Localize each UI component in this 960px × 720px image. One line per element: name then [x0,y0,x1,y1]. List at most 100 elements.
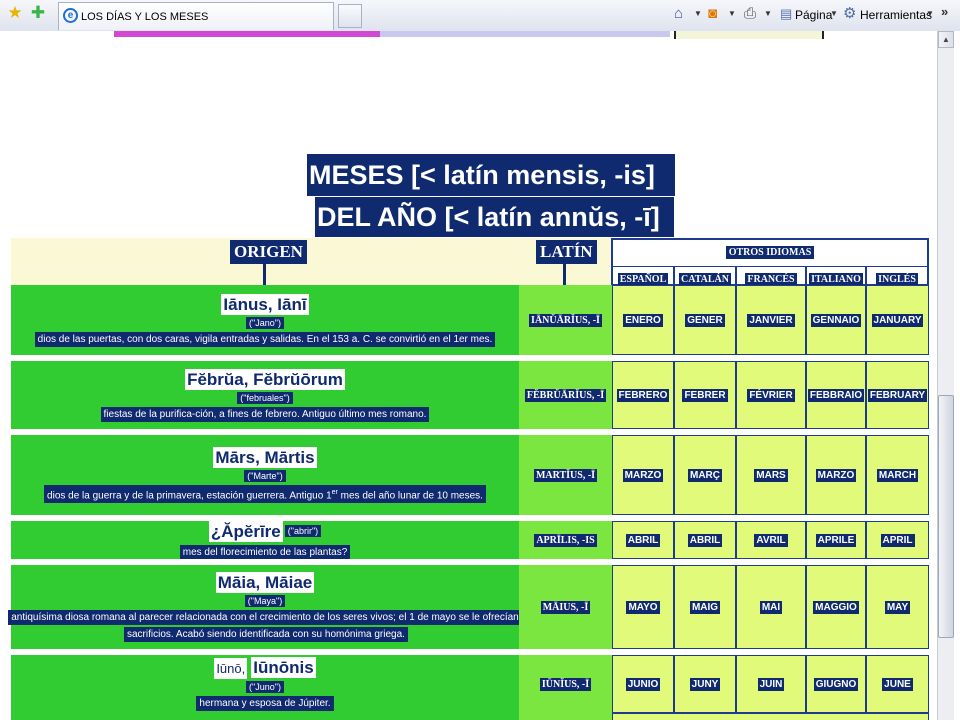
lang-cell-catalan: GENER [674,285,736,355]
header-origen: ORIGEN [230,240,307,264]
origin-gloss: ("Jano") [246,316,284,329]
print-dropdown-icon[interactable]: ▼ [764,9,772,18]
lang-cell-catalan: JUNY [674,655,736,713]
lang-cell-espanol: ENERO [612,285,674,355]
lang-cell-ingles: JUNE [866,655,929,713]
top-strip-decoration [114,31,380,37]
header-connector [563,264,566,286]
origin-name-nominative: Iūnō, [214,658,248,679]
print-icon[interactable]: ⎙ [744,5,757,22]
lang-cell-italiano: FEBBRAIO [806,361,866,429]
tools-dropdown-icon[interactable]: ▼ [926,9,934,18]
new-tab-button[interactable] [338,4,362,28]
latin-cell: FĔBRŬĀRĬUS, -Ī [519,361,612,429]
row-separator [11,515,929,521]
origin-gloss: ("abrir") [284,525,322,537]
lang-cell-ingles: APRIL [866,521,929,559]
origin-name: Iūnōnis [251,657,316,678]
origin-name: Māia, Māiae [215,572,315,593]
lang-cell-italiano: APRILE [806,521,866,559]
more-tools-chevron[interactable]: » [941,4,949,19]
origin-description-line2: sacrificios. Acabó siendo identificada c… [124,627,408,642]
table-row: ¿Ăpĕrīre ("abrir") mes del florecimiento… [11,520,929,560]
scroll-up-arrow-icon[interactable]: ▲ [938,31,954,48]
lang-header-catalan: CATALÁN [674,266,736,286]
latin-cell: IĀNŬĀRĬUS, -Ī [519,285,612,355]
home-icon[interactable]: ⌂ [674,5,684,22]
latin-cell: MARTĬUS, -Ī [519,435,612,515]
window-edge [954,31,960,720]
page-title-line1: MESES [< latín mensis, -is] [307,154,675,196]
origin-name: Iānus, Iānī [221,293,309,315]
lang-cell-frances: JANVIER [736,285,806,355]
table-row: Fĕbrŭa, Fĕbrŭōrum ("februales") fiestas … [11,361,929,429]
lang-cell-espanol: ABRIL [612,521,674,559]
origin-description-line1: antiquísima diosa romana al parecer rela… [8,610,522,625]
origin-description: hermana y esposa de Júpiter. [196,696,334,711]
lang-cell-ingles: MAY [866,565,929,649]
row-separator [11,559,929,565]
browser-tab[interactable]: e LOS DÍAS Y LOS MESES [58,2,334,30]
lang-cell [612,713,929,720]
favorites-star-icon[interactable]: ★ [7,3,23,22]
lang-cell-frances: AVRIL [736,521,806,559]
lang-cell-italiano: GENNAIO [806,285,866,355]
origin-gloss: ("Marte") [244,469,286,482]
page-dropdown-icon[interactable]: ▼ [830,9,838,18]
table-row-partial [11,713,929,720]
latin-cell: MĀIUS, -Ī [519,565,612,649]
origin-description: dios de las puertas, con dos caras, vigi… [34,331,496,347]
feeds-icon[interactable]: ◙ [708,5,718,22]
lang-cell-frances: FÉVRIER [736,361,806,429]
lang-cell-catalan: MARÇ [674,435,736,515]
lang-cell-espanol: MAYO [612,565,674,649]
add-favorite-icon[interactable]: ✚ [30,3,46,22]
lang-header-ingles: INGLÉS [866,266,928,286]
table-row: Mārs, Mārtis ("Marte") dios de la guerra… [11,435,929,515]
row-separator [11,649,929,655]
ie-icon: e [63,8,78,23]
header-latin: LATÍN [536,240,597,264]
lang-cell-italiano: MAGGIO [806,565,866,649]
gear-icon: ⚙ [843,5,857,22]
vertical-scrollbar[interactable]: ▲ [937,31,955,720]
tab-title: LOS DÍAS Y LOS MESES [81,11,209,23]
page-title-line2: DEL AÑO [< latín annŭs, -ī] [315,197,674,237]
lang-cell-ingles: JANUARY [866,285,929,355]
origin-cell [11,713,519,720]
tools-menu[interactable]: Herramientas [860,8,933,22]
page-icon: ▤ [780,6,793,21]
scrollbar-thumb[interactable] [938,395,954,638]
lang-cell-catalan: MAIG [674,565,736,649]
origin-name: ¿Ăpĕrīre [208,520,283,542]
lang-header-frances: FRANCÉS [736,266,806,286]
table-row: Iānus, Iānī ("Jano") dios de las puertas… [11,285,929,355]
lang-cell-catalan: ABRIL [674,521,736,559]
lang-header-espanol: ESPAÑOL [612,266,674,286]
origin-name: Mārs, Mārtis [213,446,317,468]
home-dropdown-icon[interactable]: ▼ [694,9,702,18]
row-separator [11,355,929,361]
lang-cell-italiano: MARZO [806,435,866,515]
table-header-band [11,238,611,285]
feeds-dropdown-icon[interactable]: ▼ [728,9,736,18]
page-viewport: MESES [< latín mensis, -is] DEL AÑO [< l… [0,31,937,720]
lang-header-italiano: ITALIANO [806,266,866,286]
origin-gloss: ("Juno") [246,681,284,693]
lang-cell-espanol: JUNIO [612,655,674,713]
latin-cell [519,713,612,720]
lang-cell-espanol: MARZO [612,435,674,515]
latin-cell: IŪNĬUS, -Ī [519,655,612,713]
lang-cell-ingles: MARCH [866,435,929,515]
header-connector [263,264,266,286]
lang-cell-frances: JUIN [736,655,806,713]
origin-gloss: ("Maya") [244,595,286,607]
lang-cell-frances: MAI [736,565,806,649]
origin-description: mes del florecimiento de las plantas? [179,544,351,560]
header-otros-idiomas: OTROS IDIOMAS [612,242,928,260]
browser-toolbar: ★ ✚ e LOS DÍAS Y LOS MESES ⌂ ▼ ◙ ▼ ⎙ ▼ ▤… [0,0,960,32]
top-strip-decoration [380,31,670,37]
table-row: Māia, Māiae ("Maya") antiquísima diosa r… [8,565,929,649]
page-menu[interactable]: Página [795,8,833,22]
latin-cell: APRĪLIS, -IS [519,521,612,559]
